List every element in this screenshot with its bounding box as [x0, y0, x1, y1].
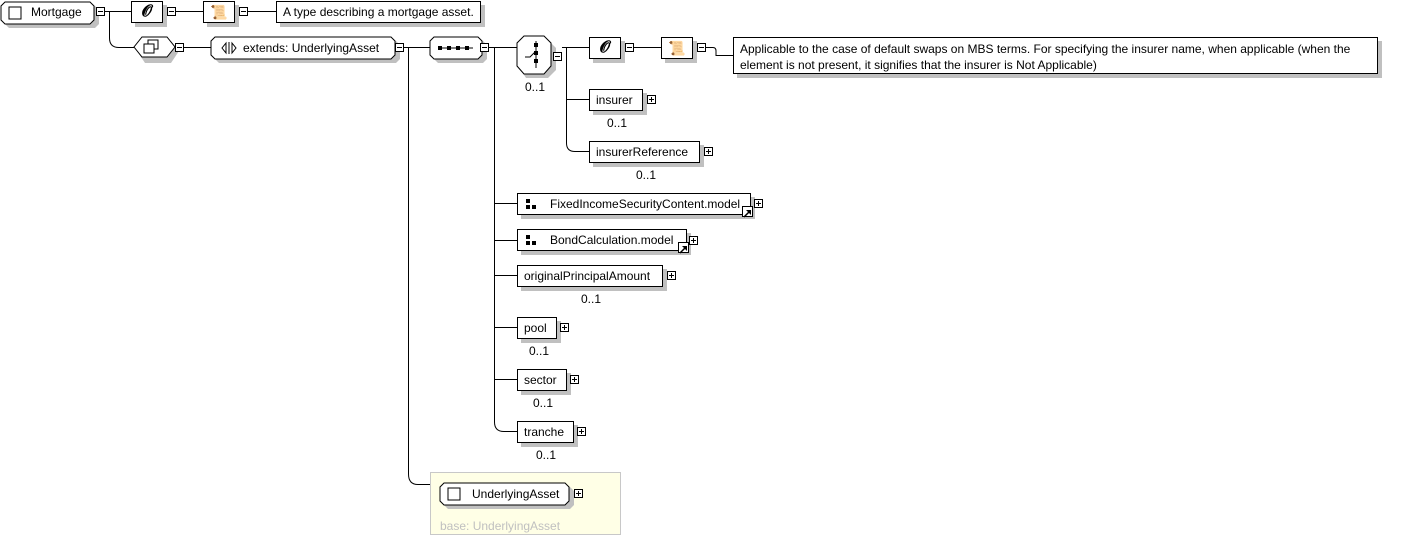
expand-toggle[interactable] — [704, 147, 713, 156]
mortgage-documentation: A type describing a mortgage asset. — [276, 1, 481, 23]
scroll-icon: 📜 — [668, 39, 686, 56]
expand-toggle[interactable] — [689, 236, 698, 245]
element-cardinality: 0..1 — [581, 292, 602, 306]
extends-node[interactable] — [210, 36, 400, 64]
collapse-toggle[interactable] — [625, 43, 634, 52]
element-insurerReference[interactable]: insurerReference — [589, 141, 700, 163]
element-label: sector — [524, 373, 557, 387]
element-cardinality: 0..1 — [536, 448, 557, 462]
choice-cardinality: 0..1 — [525, 80, 546, 94]
paperclip-icon: 𝓞 — [599, 39, 611, 56]
expand-toggle[interactable] — [574, 489, 583, 498]
expand-toggle[interactable] — [570, 375, 579, 384]
element-tranche[interactable]: tranche — [517, 421, 574, 443]
mortgage-label: Mortgage — [31, 5, 82, 19]
expand-toggle[interactable] — [560, 323, 569, 332]
element-originalPrincipalAmount[interactable]: originalPrincipalAmount — [517, 265, 663, 287]
sequence-node[interactable] — [429, 36, 487, 64]
choice-icon — [534, 43, 538, 47]
element-pool[interactable]: pool — [517, 317, 557, 339]
annotation-box[interactable]: 𝓞 — [131, 1, 163, 23]
annotation-box[interactable]: 𝓞 — [589, 37, 621, 59]
paperclip-icon: 𝓞 — [141, 3, 153, 20]
element-cardinality: 0..1 — [529, 344, 550, 358]
collapse-toggle[interactable] — [167, 7, 176, 16]
reference-arrow-icon — [678, 242, 689, 254]
collapse-toggle[interactable] — [697, 43, 706, 52]
expand-toggle[interactable] — [667, 271, 676, 280]
reference-arrow-icon — [742, 206, 753, 218]
scroll-icon: 📜 — [210, 3, 228, 20]
group-icon — [526, 235, 536, 245]
group-ref-FixedIncomeSecurityContent[interactable]: FixedIncomeSecurityContent.model — [517, 193, 751, 215]
element-label: tranche — [524, 425, 565, 439]
extension-icon — [221, 41, 227, 55]
element-label: insurerReference — [596, 145, 689, 159]
expand-toggle[interactable] — [647, 95, 656, 104]
element-sector[interactable]: sector — [517, 369, 567, 391]
base-type-caption: base: UnderlyingAsset — [440, 519, 561, 533]
collapse-toggle[interactable] — [480, 43, 489, 52]
element-label: insurer — [596, 93, 633, 107]
group-label: FixedIncomeSecurityContent.model — [550, 197, 741, 211]
documentation-box[interactable]: 📜 — [203, 1, 235, 23]
collapse-toggle[interactable] — [175, 43, 184, 52]
collapse-toggle[interactable] — [395, 43, 404, 52]
base-type-label: UnderlyingAsset — [472, 487, 560, 501]
element-icon — [447, 487, 461, 501]
element-insurer[interactable]: insurer — [589, 89, 643, 111]
expand-toggle[interactable] — [754, 199, 763, 208]
complex-content-node[interactable] — [133, 36, 178, 64]
expand-toggle[interactable] — [577, 427, 586, 436]
element-icon — [8, 6, 22, 20]
group-label: BondCalculation.model — [550, 233, 674, 247]
group-ref-BondCalculation[interactable]: BondCalculation.model — [517, 229, 687, 251]
collapse-toggle[interactable] — [239, 7, 248, 16]
element-cardinality: 0..1 — [607, 116, 628, 130]
element-label: pool — [524, 321, 547, 335]
mortgage-element[interactable] — [0, 1, 100, 29]
sequence-icon — [438, 46, 442, 50]
base-type-element[interactable] — [439, 482, 574, 510]
documentation-box[interactable]: 📜 — [661, 37, 693, 59]
choice-node[interactable] — [516, 35, 556, 79]
collapse-toggle[interactable] — [553, 52, 562, 61]
element-label: originalPrincipalAmount — [524, 269, 651, 283]
group-icon — [526, 199, 536, 209]
element-cardinality: 0..1 — [533, 396, 554, 410]
collapse-toggle[interactable] — [96, 7, 105, 16]
element-cardinality: 0..1 — [636, 168, 657, 182]
choice-documentation: Applicable to the case of default swaps … — [733, 37, 1378, 74]
extends-label: extends: UnderlyingAsset — [243, 41, 380, 55]
